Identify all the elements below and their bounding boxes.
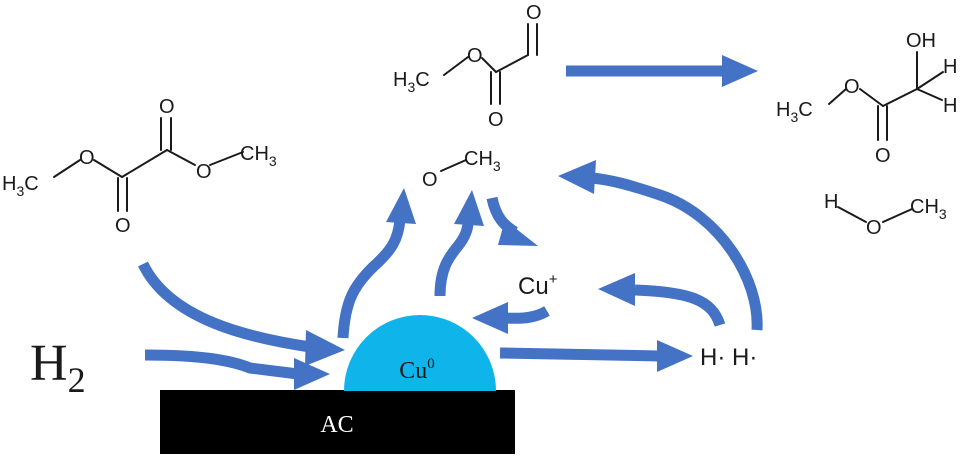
- mg-o-ester: O: [467, 45, 483, 67]
- arrow-cu-to-h-radicals-head: [657, 340, 693, 372]
- mgly-o-ester: O: [844, 76, 860, 98]
- dmo-ch3: CH3: [240, 143, 277, 169]
- arrow-cu-to-methoxy-head: [454, 190, 484, 226]
- methanol-ch3: CH3: [910, 196, 947, 222]
- dmo-o-carbonyl-bottom: O: [115, 215, 131, 237]
- mg-o-carbonyl: O: [488, 109, 504, 131]
- mgly-h3c: H3C: [776, 99, 813, 125]
- methanol-h: H: [824, 191, 838, 213]
- methyl-glycolate-structure: H3C O OH H H O: [776, 30, 957, 167]
- arrow-h-radicals-to-methoxy: [591, 172, 763, 331]
- methanol-o: O: [866, 217, 882, 239]
- arrow-h-radicals-to-methoxy-head: [558, 160, 596, 194]
- hydrogen-radicals-label: H· H·: [700, 344, 757, 371]
- mg-h3c: H3C: [393, 69, 430, 95]
- methoxy-o: O: [422, 169, 438, 191]
- methoxy-ch3: CH3: [464, 148, 501, 174]
- mgly-o-carbonyl: O: [875, 145, 891, 167]
- arrow-h2-to-cu-head: [294, 358, 330, 390]
- activated-carbon-support: [160, 390, 515, 454]
- dimethyl-oxalate-structure: H3C O O O CH3 O: [2, 96, 277, 237]
- methoxy-structure: O CH3: [422, 148, 501, 191]
- mgly-h-lower: H: [943, 95, 957, 117]
- dmo-o-ester-left: O: [79, 147, 95, 169]
- methanol-structure: H O CH3: [824, 191, 947, 239]
- dmo-h3c: H3C: [2, 173, 39, 199]
- dmo-o-ester-right: O: [196, 161, 212, 183]
- arrow-cu-to-glyoxylate-left: [337, 219, 406, 339]
- dmo-o-carbonyl-top: O: [159, 96, 175, 118]
- arrow-h2-to-cu: [144, 349, 299, 380]
- arrow-h-radicals-to-cu-plus-head: [598, 273, 635, 306]
- arrow-h-radicals-to-cu-plus: [634, 284, 726, 327]
- reaction-arrows: [138, 55, 763, 390]
- arrow-cu-to-methoxy: [434, 221, 474, 297]
- methyl-glyoxylate-structure: H3C O O O: [393, 2, 542, 131]
- arrow-methoxy-to-cu-plus-head: [498, 220, 538, 246]
- cu-plus-label: Cu+: [518, 271, 558, 300]
- cu0-particle: [344, 315, 496, 391]
- catalyst: AC Cu0: [160, 315, 515, 454]
- h2-label: H2: [30, 335, 86, 400]
- arrow-cu-plus-to-cu: [504, 306, 550, 324]
- arrow-oxalate-to-cu: [138, 261, 311, 353]
- arrow-oxalate-to-cu-head: [305, 330, 345, 366]
- arrow-glyoxylate-to-glycolate-head: [722, 55, 758, 87]
- support-label: AC: [320, 412, 353, 438]
- mgly-h-upper: H: [943, 56, 957, 78]
- arrow-cu-to-glyoxylate-left-head: [386, 188, 416, 224]
- arrow-cu-to-h-radicals: [499, 347, 661, 362]
- cu0-label: Cu0: [399, 356, 435, 384]
- mg-o-aldehyde: O: [526, 2, 542, 24]
- mgly-oh: OH: [906, 30, 936, 52]
- arrow-cu-plus-to-cu-head: [472, 302, 508, 334]
